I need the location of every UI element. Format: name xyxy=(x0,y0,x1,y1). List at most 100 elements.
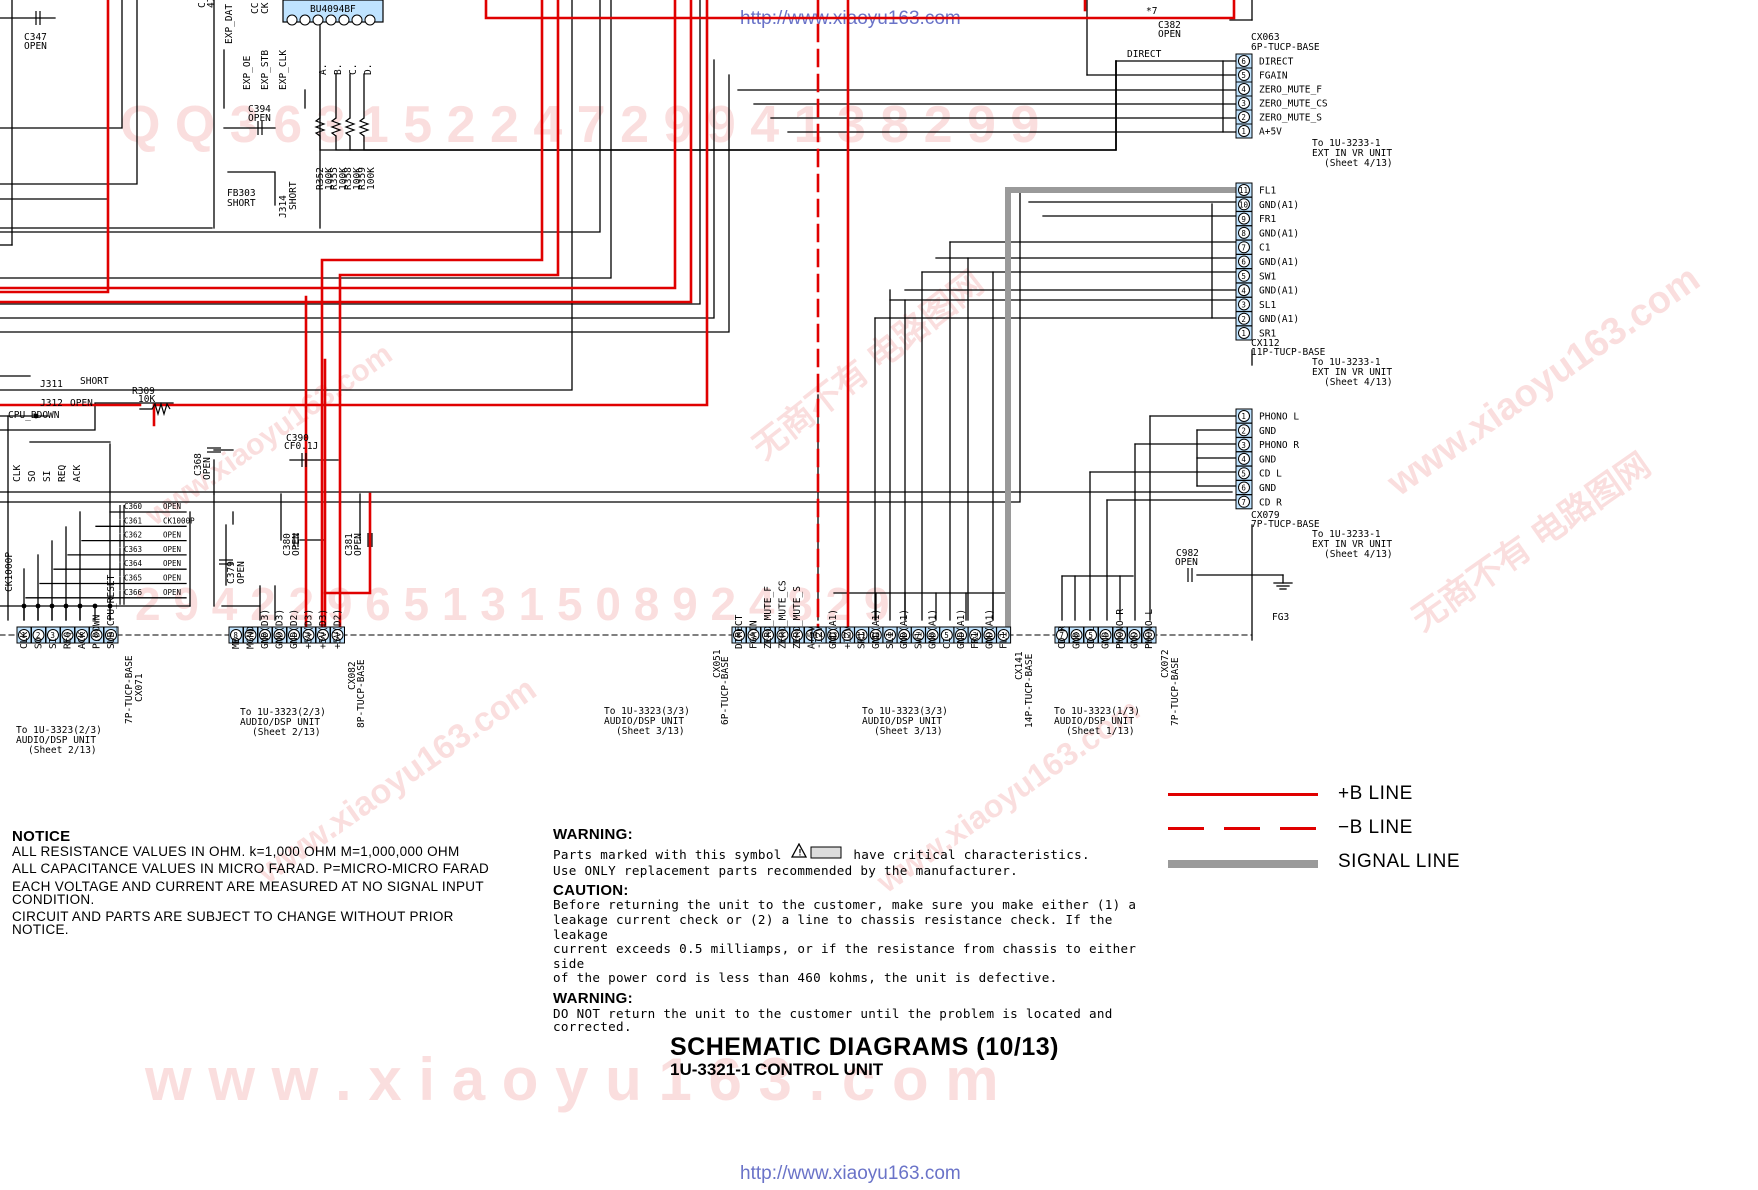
pin-bubble xyxy=(1238,97,1250,109)
connector-destination: To 1U-3233-1 xyxy=(1312,529,1381,540)
pin-number: 5 xyxy=(1241,272,1246,281)
connector-name: CX141 xyxy=(1014,651,1025,680)
c368-value: OPEN xyxy=(202,457,213,480)
pin-number: 2 xyxy=(987,631,992,640)
fb303-ref: FB303 xyxy=(227,188,256,199)
connector-destination: AUDIO/DSP UNIT xyxy=(862,716,942,727)
resistor-ref: R358 xyxy=(343,167,354,190)
pin-signal-label: SUB_CPU_RESET xyxy=(106,574,117,649)
junction-dot xyxy=(49,603,55,609)
pin-number: 8 xyxy=(1241,229,1246,238)
connector-type: 7P-TUCP-BASE xyxy=(1251,519,1320,530)
warning-block: WARNING: Parts marked with this symbol !… xyxy=(553,827,1153,1033)
connector-destination: (Sheet 4/13) xyxy=(1324,549,1393,560)
pin-bubble xyxy=(1238,298,1250,311)
pin-number: 6 xyxy=(262,631,267,640)
capacitor-ref: C365 xyxy=(124,574,142,583)
pin-bubble xyxy=(259,629,271,641)
c382-ref: C382 xyxy=(1158,20,1181,31)
junction-dot xyxy=(33,413,39,419)
pin-signal-label: PHONO L xyxy=(1259,412,1299,423)
connector-destination: To 1U-3233-1 xyxy=(1312,138,1381,149)
pin-number: 1 xyxy=(1241,412,1246,421)
pin-signal-label: GND xyxy=(1259,454,1276,465)
pin-number: 5 xyxy=(751,631,756,640)
pin-bubble xyxy=(1238,327,1250,339)
pin-bubble xyxy=(1238,241,1250,254)
pin-bubble xyxy=(1238,438,1250,451)
pin-number: 7 xyxy=(108,631,113,640)
c982-value: OPEN xyxy=(1175,557,1198,568)
wire xyxy=(0,402,174,431)
pin-bubble xyxy=(244,629,257,641)
connector-name: CX072 xyxy=(1160,649,1171,678)
wire xyxy=(319,60,1117,151)
pin-signal-label: PHONO L xyxy=(1144,609,1155,649)
c390-ref: C390 xyxy=(286,433,309,444)
plus-b-wire xyxy=(0,0,677,290)
c347-value: OPEN xyxy=(24,41,47,52)
pin-number: 7 xyxy=(1241,243,1246,252)
pin-number: 4 xyxy=(1241,286,1246,295)
pin-signal-label: GND xyxy=(1101,632,1112,649)
pin-bubble xyxy=(1128,629,1141,641)
pin-bubble xyxy=(1238,212,1250,225)
cpu-bdown-label: CPU_BDOWN xyxy=(8,410,60,421)
pin-bubble xyxy=(230,629,242,641)
pin-number: 2 xyxy=(1241,427,1246,436)
pin-number: 4 xyxy=(291,631,296,640)
pin-bubble xyxy=(955,629,967,641)
notice-line-3: EACH VOLTAGE AND CURRENT ARE MEASURED AT… xyxy=(12,879,484,894)
connector-destination: EXT IN VR UNIT xyxy=(1312,148,1392,159)
c380-value: OPEN xyxy=(291,533,302,556)
pin-signal-label: ZERO_MUTE_F xyxy=(763,586,774,649)
watermark-url-bottom: http://www.xiaoyu163.com xyxy=(740,1163,961,1184)
pin-number: 10 xyxy=(1239,201,1249,210)
c381-ref: C381 xyxy=(344,533,355,556)
j312-value: OPEN xyxy=(70,398,93,409)
pin-signal-label: FR1 xyxy=(970,632,981,649)
fg3-label: FG3 xyxy=(1272,612,1289,623)
pin-number: 7 xyxy=(1241,498,1246,507)
legend-minus-b-label: −B LINE xyxy=(1338,817,1413,838)
pin-bubble xyxy=(18,629,30,641)
pin-bubble xyxy=(969,629,982,641)
pin-number: 5 xyxy=(1088,631,1093,640)
pin-bubble xyxy=(331,629,344,641)
pin-bubble xyxy=(776,629,789,641)
sheet-title: SCHEMATIC DIAGRAMS (10/13) xyxy=(670,1033,1059,1061)
j311-value: SHORT xyxy=(80,376,109,387)
cut-label: 47 xyxy=(206,0,217,8)
pin-signal-label: A+5V xyxy=(807,626,818,649)
pin-bubble xyxy=(912,629,925,641)
pin-signal-label: CD L xyxy=(1086,626,1097,649)
pin-number: 3 xyxy=(973,631,978,640)
connector-destination: To 1U-3323(2/3) xyxy=(16,725,102,736)
ic-output-label: D. xyxy=(363,64,374,75)
pin-bubble xyxy=(273,629,286,641)
pin-signal-label: GND(A1) xyxy=(956,609,967,649)
pin-signal-label: GND(D3) xyxy=(260,609,271,649)
warning-line-1: Parts marked with this symbol ! have cri… xyxy=(553,842,1153,865)
watermark-row-3: w w w . x i a o y u 1 6 3 . c o m xyxy=(145,1046,999,1113)
pin-signal-label: DIRECT xyxy=(1259,57,1294,68)
pin-bubble xyxy=(76,629,88,641)
pin-bubble xyxy=(791,629,803,641)
pin-signal-label: P.DOWN xyxy=(92,614,103,649)
bus-signal-label: SI xyxy=(42,471,53,482)
pin-number: 4 xyxy=(958,631,963,640)
pin-bubble xyxy=(733,629,745,641)
direct-label: DIRECT xyxy=(1127,49,1162,60)
wire xyxy=(0,59,715,319)
capacitor-value: CK1000P xyxy=(163,516,195,525)
pin-bubble xyxy=(813,629,825,641)
connector-name: CX063 xyxy=(1251,32,1280,43)
wire xyxy=(349,60,1117,151)
pin-signal-label: GND(A1) xyxy=(899,609,910,649)
caution-heading: CAUTION: xyxy=(553,881,629,899)
pin-number: 5 xyxy=(277,631,282,640)
pin-bubble xyxy=(983,629,996,641)
pin-signal-label: GND(A1) xyxy=(871,609,882,649)
connector-destination: To 1U-3323(3/3) xyxy=(862,706,948,717)
wire xyxy=(0,0,612,279)
